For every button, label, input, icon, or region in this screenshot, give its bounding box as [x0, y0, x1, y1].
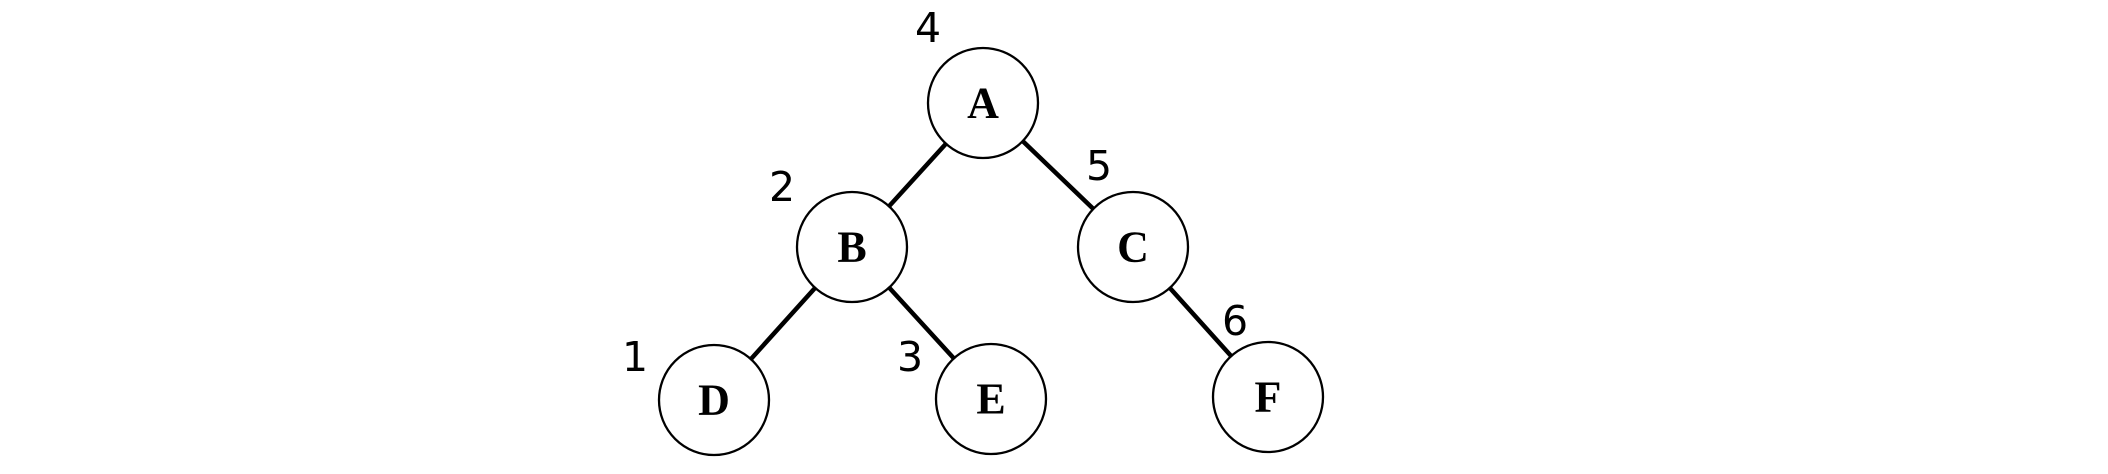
traversal-order-label-A: 4: [915, 4, 941, 52]
tree-node-circle-D: [657, 343, 771, 457]
tree-node-label-D: D: [698, 376, 730, 425]
traversal-order-label-E: 3: [897, 333, 923, 381]
tree-node-F: F6: [1211, 297, 1325, 454]
tree-node-label-B: B: [837, 223, 866, 272]
traversal-order-label-D: 1: [622, 333, 648, 381]
traversal-order-label-C: 5: [1086, 142, 1112, 190]
tree-node-label-E: E: [976, 375, 1005, 424]
tree-node-C: C5: [1076, 142, 1190, 304]
tree-node-label-F: F: [1255, 373, 1282, 422]
tree-node-circle-B: [795, 190, 909, 304]
tree-node-D: D1: [622, 333, 771, 457]
tree-node-circle-E: [934, 342, 1048, 456]
tree-node-circle-A: [926, 46, 1040, 160]
tree-node-label-C: C: [1117, 223, 1149, 272]
traversal-order-label-F: 6: [1222, 297, 1248, 345]
tree-node-A: A4: [915, 4, 1040, 160]
traversal-order-label-B: 2: [769, 163, 795, 211]
tree-node-E: E3: [897, 333, 1048, 456]
tree-node-label-A: A: [967, 79, 999, 128]
tree-node-circle-F: [1211, 340, 1325, 454]
tree-node-circle-C: [1076, 190, 1190, 304]
tree-node-B: B2: [769, 163, 909, 304]
